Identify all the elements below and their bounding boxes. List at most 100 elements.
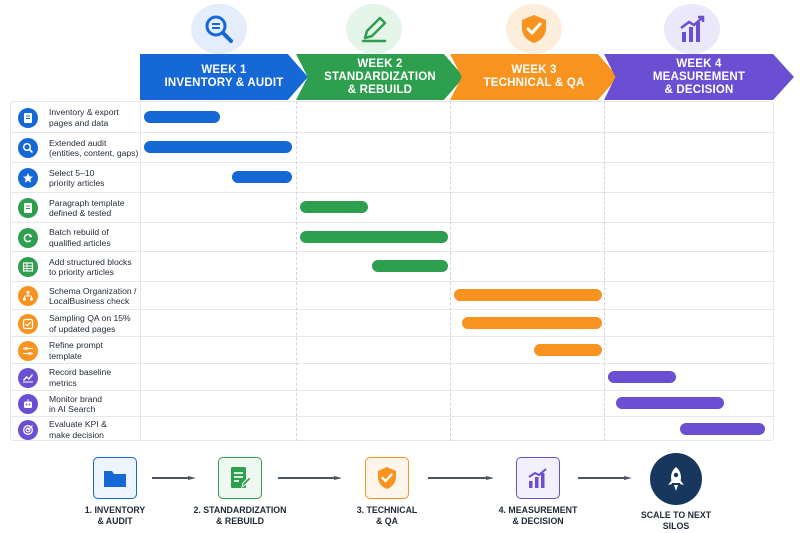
task-bar xyxy=(232,171,292,183)
task-row: Evaluate KPI &make decision xyxy=(11,417,775,442)
flow-step-3-label: 3. TECHNICAL& QA xyxy=(356,505,418,526)
week-title: WEEK 4 xyxy=(676,57,722,70)
task-label-line-1: Schema Organization / xyxy=(49,285,137,296)
task-label-line-2: metrics xyxy=(49,377,77,388)
task-label-line-1: Extended audit xyxy=(49,137,107,148)
task-label: Extended audit(entities, content, gaps) xyxy=(49,138,145,159)
week-title: WEEK 1 xyxy=(201,64,247,76)
task-label-line-1: Refine prompt xyxy=(49,340,103,350)
column-divider xyxy=(296,101,297,441)
document-icon xyxy=(18,198,38,218)
hierarchy-icon xyxy=(18,286,38,306)
week-3-shield-check-icon xyxy=(506,4,562,54)
task-label-line-2: in AI Search xyxy=(49,404,96,414)
week-subtitle: TECHNICAL & QA xyxy=(483,77,585,89)
task-label-line-2: template xyxy=(49,350,82,361)
week-title: WEEK 3 xyxy=(511,64,557,76)
flow-arrow xyxy=(578,476,632,480)
task-bar xyxy=(372,260,448,272)
line-chart-icon xyxy=(18,367,38,388)
task-label-line-2: qualified articles xyxy=(49,237,111,248)
task-label: Sampling QA on 15%of updated pages xyxy=(49,313,145,334)
task-bar xyxy=(454,289,602,301)
task-label-line-2: priority articles xyxy=(49,178,105,188)
task-label-line-2: (entities, content, gaps) xyxy=(49,148,139,158)
flow-folder-icon xyxy=(93,457,137,499)
week-subtitle-2: & REBUILD xyxy=(347,83,413,96)
task-bar xyxy=(534,343,602,356)
search-icon xyxy=(18,138,38,158)
task-bar xyxy=(680,422,765,435)
flow-step-2-label: 2. STANDARDIZATION& REBUILD xyxy=(193,505,287,526)
week-subtitle: MEASUREMENT xyxy=(652,70,746,83)
flow-rocket-icon xyxy=(650,453,702,505)
task-label-line-1: Evaluate KPI & xyxy=(49,419,107,429)
table-icon xyxy=(18,257,38,277)
target-icon xyxy=(18,419,38,440)
task-label-line-2: make decision xyxy=(49,429,104,440)
week-4-bar-chart-icon xyxy=(664,4,720,54)
robot-icon xyxy=(18,394,38,414)
week-subtitle: INVENTORY & AUDIT xyxy=(164,77,284,89)
task-row: Sampling QA on 15%of updated pages xyxy=(11,310,775,337)
flow-step-4-label: 4. MEASUREMENT& DECISION xyxy=(498,505,578,526)
refresh-icon xyxy=(18,227,38,248)
task-label-line-1: Monitor brand xyxy=(49,393,103,404)
task-label-line-2: LocalBusiness check xyxy=(49,296,130,306)
flow-arrow xyxy=(428,476,494,480)
document-icon xyxy=(18,107,38,128)
checkbox-icon xyxy=(18,313,38,334)
task-bar xyxy=(300,201,368,213)
sliders-icon xyxy=(18,340,38,361)
task-label-line-1: Sampling QA on 15% xyxy=(49,313,131,323)
task-label-line-2: pages and data xyxy=(49,117,109,128)
flow-step-1-label: 1. INVENTORY& AUDIT xyxy=(84,505,146,526)
week-title: WEEK 2 xyxy=(357,57,403,70)
column-divider xyxy=(140,101,141,441)
flow-shield-check-icon xyxy=(365,457,409,499)
week-2-pencil-icon xyxy=(346,4,402,54)
task-label-line-1: Batch rebuild of xyxy=(49,227,109,237)
flow-document-edit-icon xyxy=(218,457,262,499)
task-label: Schema Organization /LocalBusiness check xyxy=(49,286,145,307)
task-label-line-1: Inventory & export xyxy=(49,107,119,117)
task-label-line-1: Paragraph template xyxy=(49,197,125,208)
flow-bar-chart-icon xyxy=(516,457,560,499)
task-label-line-1: Select 5–10 xyxy=(49,167,95,178)
task-label: Evaluate KPI &make decision xyxy=(49,419,145,440)
column-divider xyxy=(604,101,605,441)
week-1-magnifier-icon xyxy=(191,4,247,54)
task-bar xyxy=(300,230,448,243)
task-label-line-2: to priority articles xyxy=(49,267,114,277)
week-subtitle-2: & DECISION xyxy=(664,83,734,96)
flow-arrow xyxy=(278,476,342,480)
task-bar xyxy=(144,141,292,153)
task-bar xyxy=(616,397,724,409)
star-icon xyxy=(18,168,38,188)
task-bar xyxy=(462,316,602,329)
task-bar xyxy=(144,110,220,123)
flow-arrow xyxy=(152,476,196,480)
column-divider xyxy=(450,101,451,441)
task-row: Schema Organization /LocalBusiness check xyxy=(11,282,775,310)
